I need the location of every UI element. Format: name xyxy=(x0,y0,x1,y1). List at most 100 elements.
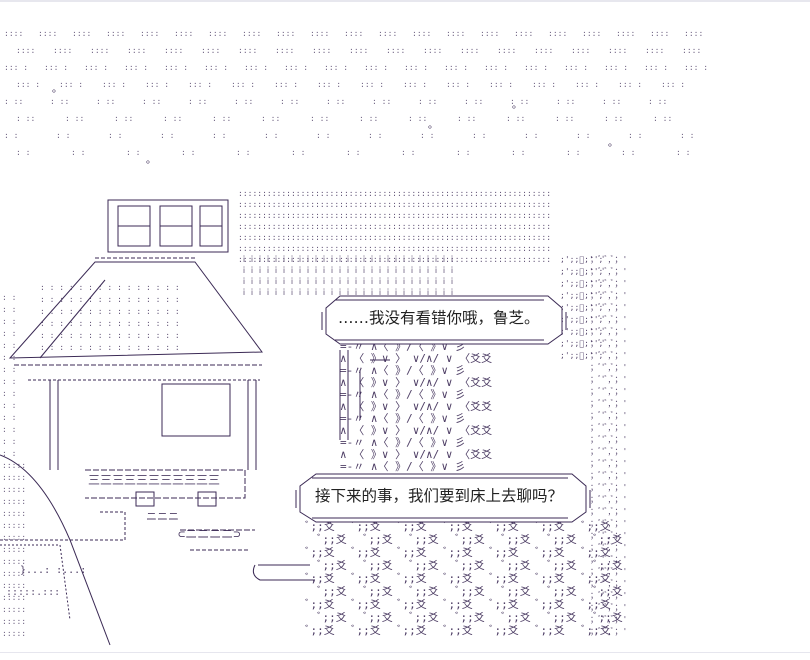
ascii-glyph: ::::::::::::::::::::::::::::::::::::::::… xyxy=(238,233,551,242)
ascii-glyph: : : xyxy=(291,148,305,157)
ascii-glyph: : : xyxy=(2,425,16,434)
ascii-glyph: :::: xyxy=(16,46,35,55)
ascii-glyph: ；ﾞ'ﾞ,ﾞ；' xyxy=(590,519,627,528)
ascii-glyph: ﾞ;;爻 xyxy=(397,520,427,533)
ascii-glyph: 。 xyxy=(428,120,438,131)
ascii-glyph: : : xyxy=(511,148,525,157)
ascii-glyph: ::: : xyxy=(284,63,308,72)
ascii-glyph: =-〃 ∧〈 》/〈 》∨ 彡 xyxy=(340,436,466,449)
ascii-glyph: : : xyxy=(621,148,635,157)
ascii-glyph: : : xyxy=(2,293,16,302)
ascii-glyph: :::: xyxy=(174,29,193,38)
ascii-glyph: : : xyxy=(680,131,694,140)
ascii-glyph: ﾞ;;爻 xyxy=(317,585,347,598)
ascii-glyph: ；ﾞ'ﾞ,ﾞ；' xyxy=(590,291,627,300)
ascii-glyph: :::: xyxy=(378,29,397,38)
ascii-glyph: ﾞ;;爻 xyxy=(409,559,439,572)
ascii-glyph: ﾞ;;爻 xyxy=(489,598,519,611)
ascii-glyph: : :: xyxy=(506,114,525,123)
ascii-glyph: }...: :...: xyxy=(20,565,86,576)
ascii-glyph: : : xyxy=(368,131,382,140)
ascii-glyph: ﾞ;;爻 xyxy=(593,533,623,546)
ascii-glyph: : : xyxy=(16,148,30,157)
ascii-glyph: ::::::::::::::::::::::::::::::::::::::::… xyxy=(238,244,551,253)
ascii-glyph: ﾞ;;爻 xyxy=(455,585,485,598)
ascii-glyph: ﾞ;;爻 xyxy=(581,546,611,559)
ascii-glyph: ；ﾞ'ﾞ,ﾞ；' xyxy=(590,555,627,564)
ascii-glyph: ﾞ;;爻 xyxy=(409,611,439,624)
top-border xyxy=(0,0,810,2)
ascii-glyph: : :: xyxy=(604,114,623,123)
ascii-glyph: : :: xyxy=(556,97,575,106)
ascii-glyph: : : xyxy=(2,377,16,386)
speech-bubble-1-frame xyxy=(325,295,563,345)
ascii-glyph: ﾞ;;爻 xyxy=(397,546,427,559)
ascii-glyph: ﾞ;;爻 xyxy=(489,546,519,559)
ascii-glyph: ；ﾞ'ﾞ,ﾞ；' xyxy=(590,399,627,408)
ascii-glyph: :::: xyxy=(201,46,220,55)
ascii-glyph: : :: xyxy=(310,114,329,123)
ascii-glyph: :::: xyxy=(446,29,465,38)
ascii-glyph: ﾞ;;爻 xyxy=(351,572,381,585)
ascii-glyph: :::: xyxy=(571,46,590,55)
ascii-glyph: ::: : xyxy=(188,80,212,89)
ascii-glyph: ::: : xyxy=(84,63,108,72)
ascii-glyph: :::: xyxy=(497,46,516,55)
ascii-glyph: ::: : xyxy=(644,63,668,72)
ascii-glyph: :::: xyxy=(242,29,261,38)
ascii-glyph: ::: : xyxy=(102,80,126,89)
ascii-glyph: ::::: xyxy=(2,521,26,530)
ascii-glyph: ﾞ;;爻 xyxy=(443,598,473,611)
ascii-glyph: ::: : xyxy=(231,80,255,89)
ascii-glyph: ::::: xyxy=(2,581,26,590)
ascii-glyph: : :: xyxy=(653,114,672,123)
ascii-glyph: =-〃 ∧〈 》/〈 》∨ 彡 xyxy=(340,364,466,377)
ascii-glyph: ::: : xyxy=(489,80,513,89)
ascii-glyph: ﾞ;;爻 xyxy=(535,572,565,585)
ascii-glyph: ﾞ;;爻 xyxy=(409,533,439,546)
ascii-glyph: : : xyxy=(524,131,538,140)
ascii-glyph: ﾞ;;爻 xyxy=(581,520,611,533)
ascii-glyph: :::: xyxy=(480,29,499,38)
ascii-glyph: : :: xyxy=(65,114,84,123)
ascii-glyph: : :: xyxy=(648,97,667,106)
ascii-glyph: ::: : xyxy=(403,80,427,89)
ascii-glyph: ；ﾞ'ﾞ,ﾞ；' xyxy=(590,423,627,432)
ascii-glyph: ｉｉｉｉｉｉｉｉｉｉｉｉｉｉｉｉｉｉｉｉｉｉｉｉｉｉｉ xyxy=(240,288,456,297)
ascii-glyph: ﾞ;;爻 xyxy=(535,546,565,559)
ascii-glyph: ::::::::::::::::::::::::::::::::::::::::… xyxy=(238,189,551,198)
ascii-glyph: : : xyxy=(2,437,16,446)
ascii-glyph: : : xyxy=(456,148,470,157)
ascii-glyph: ;';;ﾞ;''; xyxy=(560,279,603,288)
ascii-glyph: ::: : xyxy=(44,63,68,72)
ascii-glyph: :::: xyxy=(310,29,329,38)
ascii-glyph: ::: : xyxy=(404,63,428,72)
ascii-glyph: ::: : xyxy=(124,63,148,72)
ascii-glyph: : : xyxy=(676,148,690,157)
ascii-glyph: :::::.::: xyxy=(6,587,60,598)
ascii-glyph: ::: : xyxy=(575,80,599,89)
ascii-glyph: : : xyxy=(346,148,360,157)
ascii-glyph: : : xyxy=(420,131,434,140)
ascii-glyph: ﾞ;;爻 xyxy=(455,533,485,546)
ascii-glyph: :::: xyxy=(616,29,635,38)
ascii-glyph: ::::: xyxy=(2,461,26,470)
ascii-glyph: ；ﾞ'ﾞ,ﾞ；' xyxy=(590,459,627,468)
ascii-glyph: : : xyxy=(2,401,16,410)
ascii-glyph: ::::: xyxy=(2,509,26,518)
ascii-glyph: : : xyxy=(181,148,195,157)
ascii-glyph: ；ﾞ'ﾞ,ﾞ；' xyxy=(590,351,627,360)
ascii-glyph: :::: xyxy=(460,46,479,55)
ascii-glyph: ::::: xyxy=(2,557,26,566)
ascii-glyph: : : xyxy=(472,131,486,140)
ascii-glyph: : :: xyxy=(212,114,231,123)
ascii-glyph: ﾞ;;爻 xyxy=(305,572,335,585)
ascii-glyph: ﾞ;;爻 xyxy=(547,533,577,546)
ascii-glyph: ::::::::::::::::::::::::::::::::::::::::… xyxy=(238,222,551,231)
ascii-glyph: ﾞ;;爻 xyxy=(489,624,519,637)
ascii-glyph: :::: xyxy=(650,29,669,38)
ascii-glyph: ；ﾞ'ﾞ,ﾞ；' xyxy=(590,579,627,588)
ascii-glyph: ﾞ;;爻 xyxy=(409,585,439,598)
ascii-glyph: ﾞ;;爻 xyxy=(317,559,347,572)
ascii-glyph: ﾞ;;爻 xyxy=(593,585,623,598)
